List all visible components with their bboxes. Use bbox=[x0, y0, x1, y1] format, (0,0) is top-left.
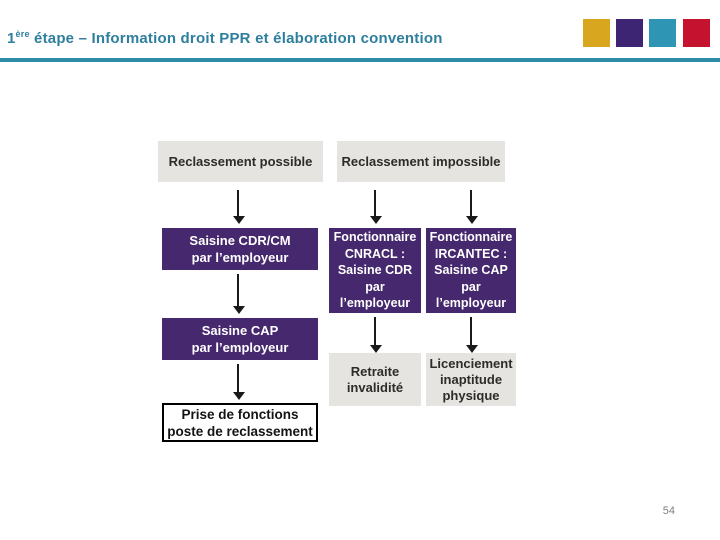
slide-title: 1ère étape – Information droit PPR et él… bbox=[7, 29, 443, 47]
title-text: étape – Information droit PPR et élabora… bbox=[29, 30, 443, 47]
down-arrow-icon bbox=[466, 190, 478, 224]
flow-node-saisine-cap: Saisine CAP par l’employeur bbox=[162, 318, 318, 360]
flow-node-licenciement-inaptitude: Licenciement inaptitude physique bbox=[426, 353, 516, 406]
red-square bbox=[683, 19, 710, 47]
title-ordinal: ère bbox=[15, 29, 30, 39]
down-arrow-icon bbox=[233, 190, 245, 224]
down-arrow-icon bbox=[233, 364, 245, 400]
flow-node-fonctionnaire-ircantec: Fonctionnaire IRCANTEC : Saisine CAP par… bbox=[426, 228, 516, 313]
flow-node-reclassement-possible: Reclassement possible bbox=[158, 141, 323, 182]
page-number: 54 bbox=[662, 505, 675, 517]
down-arrow-icon bbox=[370, 190, 382, 224]
flow-node-reclassement-impossible: Reclassement impossible bbox=[337, 141, 505, 182]
down-arrow-icon bbox=[370, 317, 382, 353]
flow-node-prise-de-fonctions: Prise de fonctions poste de reclassement bbox=[162, 403, 318, 442]
teal-square bbox=[649, 19, 676, 47]
title-number: 1 bbox=[7, 30, 16, 47]
flow-node-retraite-invalidite: Retraite invalidité bbox=[329, 353, 421, 406]
header-divider bbox=[0, 58, 720, 62]
down-arrow-icon bbox=[233, 274, 245, 314]
down-arrow-icon bbox=[466, 317, 478, 353]
flow-node-saisine-cdr-cm: Saisine CDR/CM par l’employeur bbox=[162, 228, 318, 270]
flow-node-fonctionnaire-cnracl: Fonctionnaire CNRACL : Saisine CDR par l… bbox=[329, 228, 421, 313]
purple-square bbox=[616, 19, 643, 47]
gold-square bbox=[583, 19, 610, 47]
